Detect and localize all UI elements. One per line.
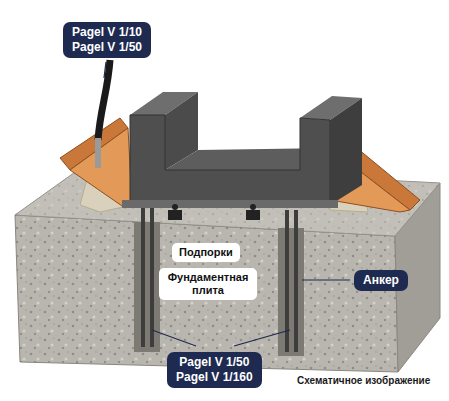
formwork <box>70 128 132 208</box>
part-label: Подпорки <box>172 243 240 262</box>
label-text: Pagel V 1/50 <box>176 355 253 370</box>
anchor-slots <box>150 205 154 347</box>
anchor-slots <box>294 210 298 352</box>
drain-channel <box>122 200 338 208</box>
drain-channel <box>330 98 362 205</box>
supports <box>168 210 182 220</box>
caption: Схематичное изображение <box>297 375 430 386</box>
leader-lines <box>234 330 290 346</box>
part-label: Анкер <box>354 270 408 291</box>
vibrator-hose <box>98 60 110 140</box>
label-text: Pagel V 1/50 <box>72 40 142 55</box>
label-text: Pagel V 1/160 <box>176 370 253 385</box>
drain-channel <box>130 115 330 205</box>
concrete-block <box>15 215 398 372</box>
supports <box>250 204 256 210</box>
supports <box>246 210 260 220</box>
product-label: Pagel V 1/50Pagel V 1/160 <box>167 352 262 388</box>
label-text: Анкер <box>363 273 399 288</box>
supports <box>172 204 178 210</box>
label-text: Подпорки <box>179 246 233 259</box>
leader-lines <box>104 62 350 346</box>
anchor-slots <box>278 228 304 356</box>
supports <box>168 204 260 220</box>
leader-lines <box>104 62 106 78</box>
anchor-slots <box>134 205 304 356</box>
leader-lines <box>302 279 350 280</box>
anchor-slots <box>134 222 160 352</box>
leader-lines <box>152 330 196 346</box>
vibrator-hose <box>95 60 110 168</box>
vibrator-hose <box>95 138 101 168</box>
label-text: Pagel V 1/10 <box>72 25 142 40</box>
anchor-slots <box>141 205 145 347</box>
part-label: Фундаментная плита <box>159 268 257 300</box>
drain-channel <box>122 92 362 208</box>
product-label: Pagel V 1/10Pagel V 1/50 <box>63 22 151 58</box>
label-text: Фундаментная плита <box>166 271 250 297</box>
